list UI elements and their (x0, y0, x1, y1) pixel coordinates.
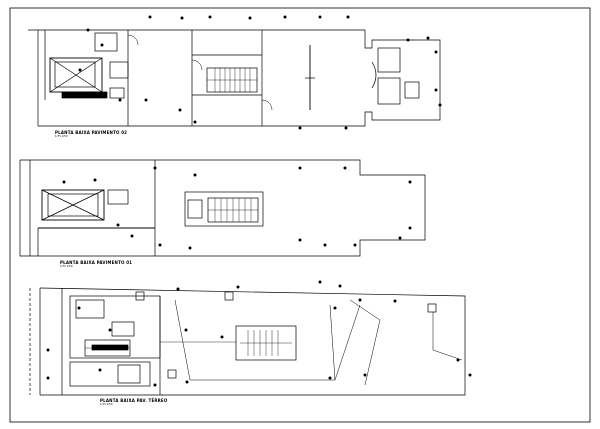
plan-pavimento-01 (19, 159, 426, 257)
sheet-border (9, 7, 591, 423)
plan-title-pav-terreo: PLANTA BAIXA PAV. TÉRREO (100, 398, 168, 403)
plan-pavimento-01-points (62, 166, 412, 250)
plan-scale-pavimento-02: 1/75 1/50 (55, 135, 68, 138)
plan-title-pavimento-01: PLANTA BAIXA PAVIMENTO 01 (60, 260, 133, 265)
plan-pavimento-02-points (78, 15, 442, 130)
plan-pav-terreo-points (46, 280, 472, 387)
plan-scale-pav-terreo: 1/75 1/50 (100, 403, 113, 406)
plan-scale-pavimento-01: 1/75 1/50 (60, 265, 73, 268)
plan-title-pavimento-02: PLANTA BAIXA PAVIMENTO 02 (55, 130, 128, 135)
plan-pav-terreo (29, 287, 466, 396)
plan-pavimento-02 (28, 29, 441, 127)
